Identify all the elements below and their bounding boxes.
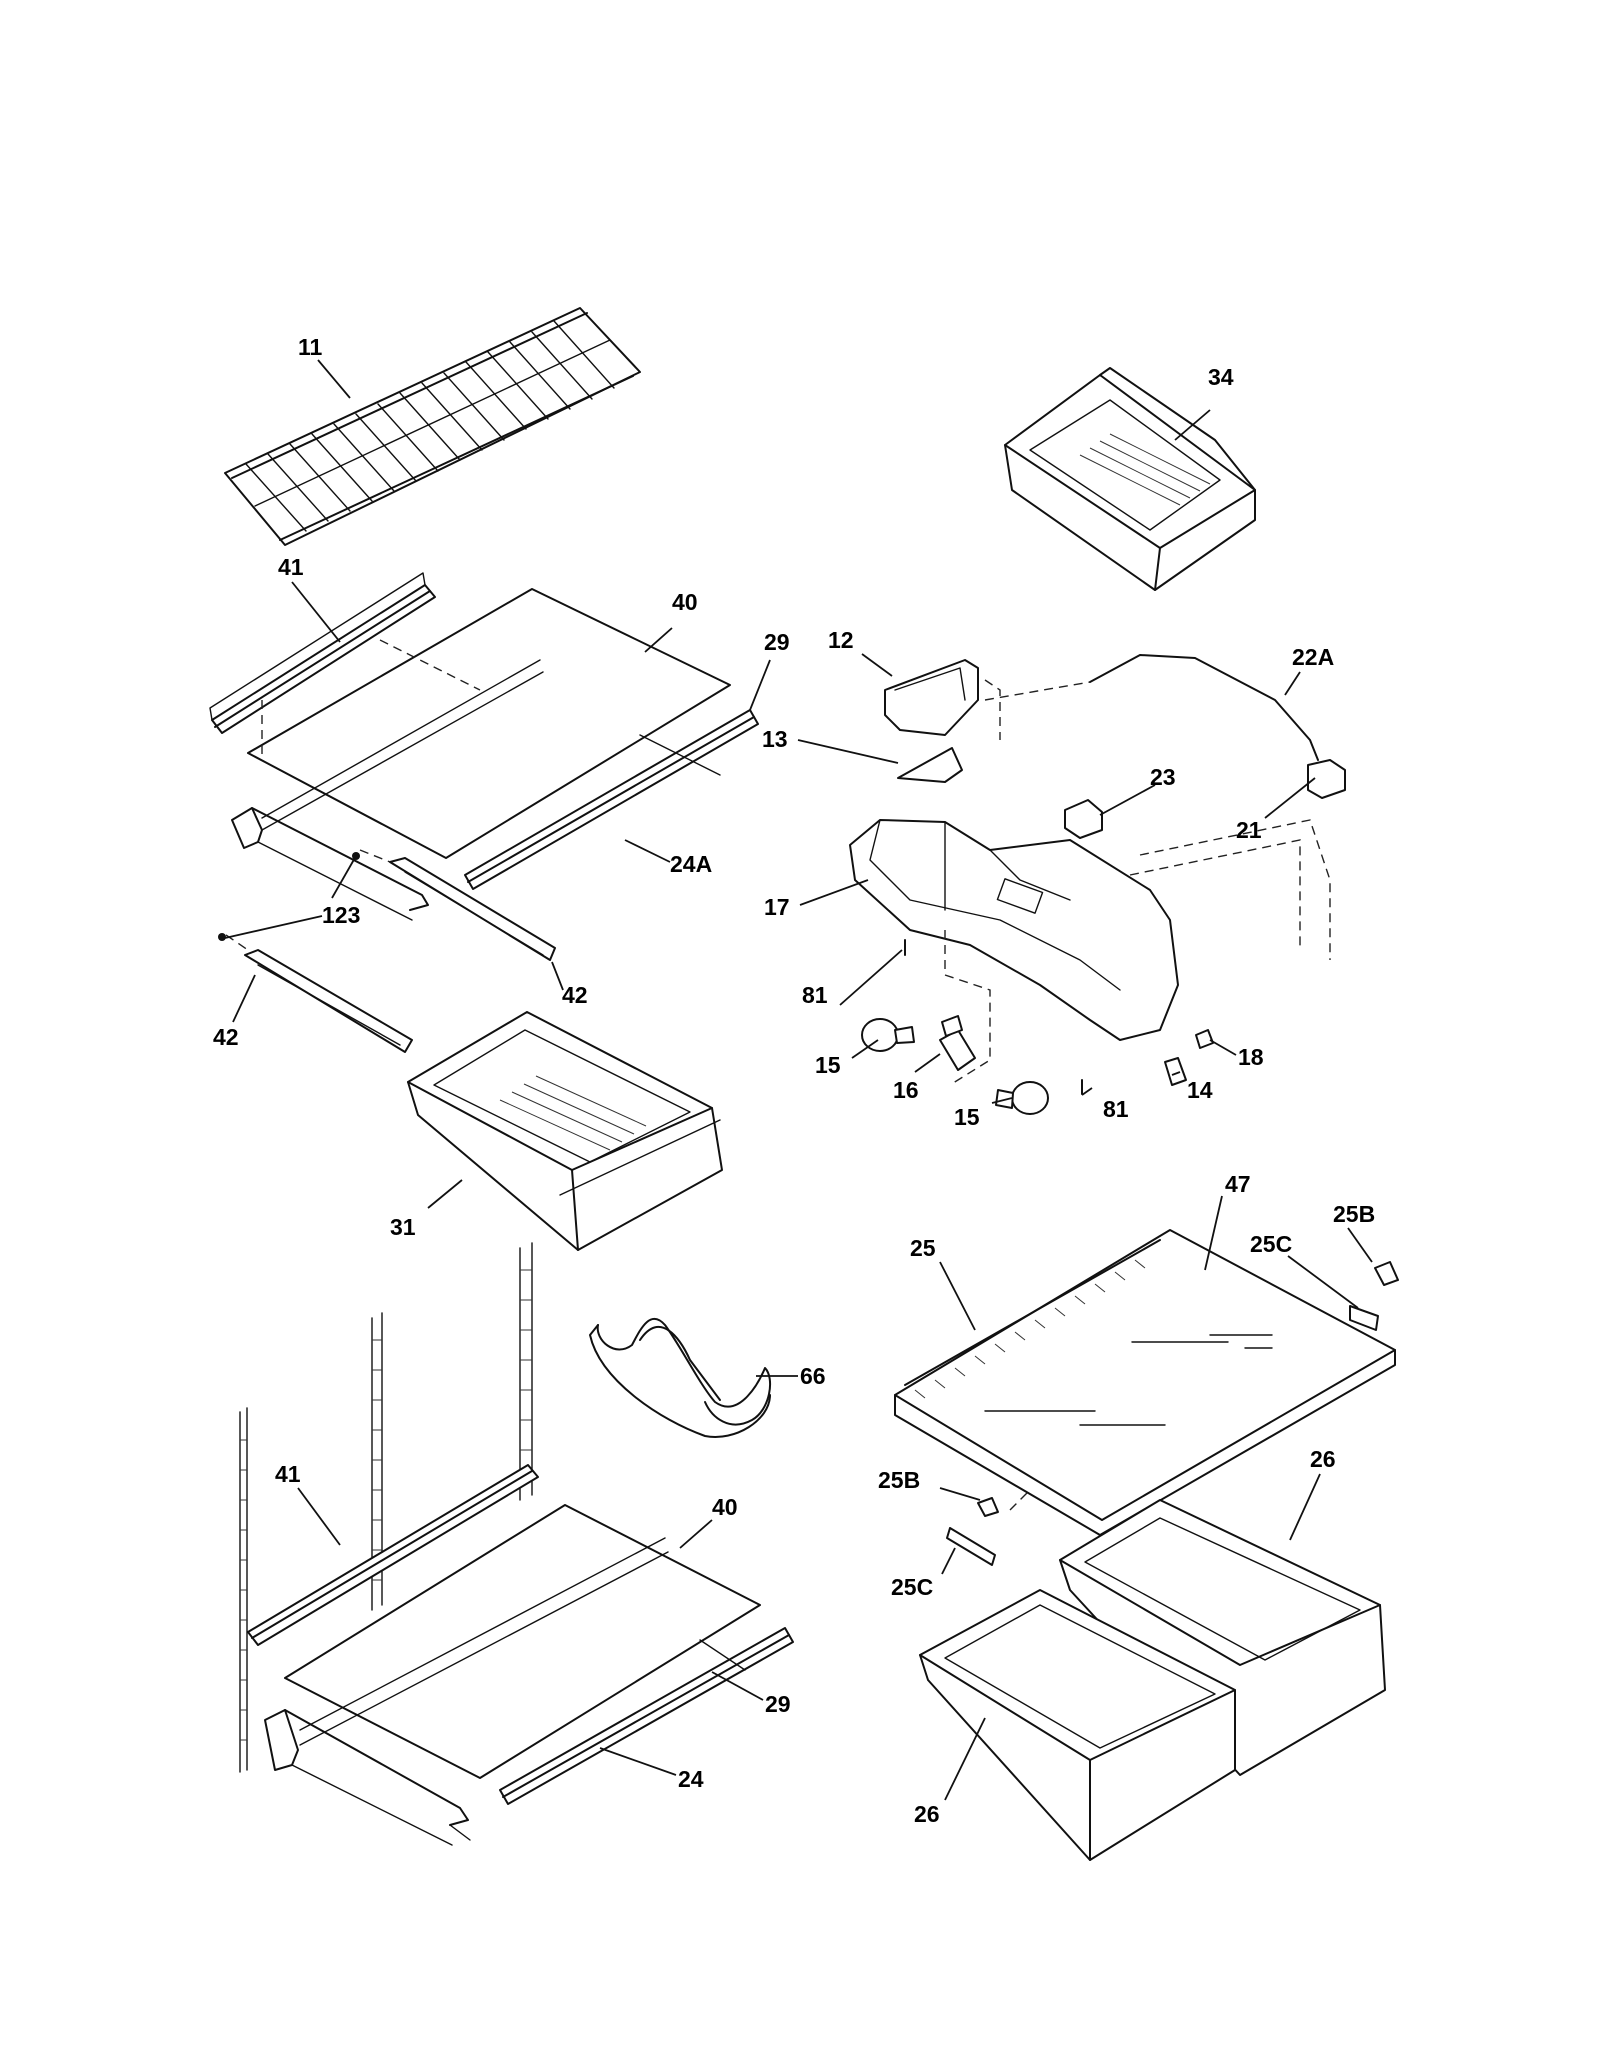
label-41-upper: 41 [278,554,304,580]
label-14: 14 [1187,1077,1213,1103]
label-31: 31 [390,1214,416,1240]
label-22A: 22A [1292,644,1334,670]
label-25B-lower: 25B [878,1467,920,1493]
label-11: 11 [298,334,323,360]
label-12: 12 [828,627,854,653]
label-40-upper: 40 [672,589,698,615]
wire-shelf-11 [224,307,641,546]
label-29-lower: 29 [765,1691,791,1717]
label-42-left: 42 [213,1024,239,1050]
label-81-lower: 81 [1103,1096,1129,1122]
label-24: 24 [678,1766,704,1792]
label-16: 16 [893,1077,919,1103]
pan-31 [407,1011,723,1251]
label-81-upper: 81 [802,982,828,1008]
leader-lines [224,359,1373,1801]
wine-rack-66 [589,1317,772,1438]
label-13: 13 [762,726,788,752]
crisper-drawer-26-front [919,1589,1236,1861]
label-34: 34 [1208,364,1234,390]
label-25C-top: 25C [1250,1231,1292,1257]
label-41-lower: 41 [275,1461,301,1487]
label-21: 21 [1236,817,1262,843]
upper-shelf-assembly [209,572,759,1053]
label-47: 47 [1225,1171,1251,1197]
label-24A: 24A [670,851,712,877]
label-15-right: 15 [954,1104,980,1130]
label-18: 18 [1238,1044,1264,1070]
label-25C-lower: 25C [891,1574,933,1600]
label-17: 17 [764,894,790,920]
lower-shelf-assembly [239,1242,794,1846]
label-26-left: 26 [914,1801,940,1827]
label-25B-top: 25B [1333,1201,1375,1227]
label-123: 123 [322,902,360,928]
label-23: 23 [1150,764,1176,790]
bin-34 [1004,367,1256,591]
label-40-lower: 40 [712,1494,738,1520]
crisper-drawer-26-back [1059,1499,1386,1776]
callout-labels: 11 34 41 40 29 12 22A 13 23 21 24A 17 12… [213,334,1375,1827]
label-25: 25 [910,1235,936,1261]
label-29-upper: 29 [764,629,790,655]
light-housing-assembly [849,654,1346,1115]
label-15-left: 15 [815,1052,841,1078]
label-42-right: 42 [562,982,588,1008]
label-66: 66 [800,1363,826,1389]
label-26-right: 26 [1310,1446,1336,1472]
